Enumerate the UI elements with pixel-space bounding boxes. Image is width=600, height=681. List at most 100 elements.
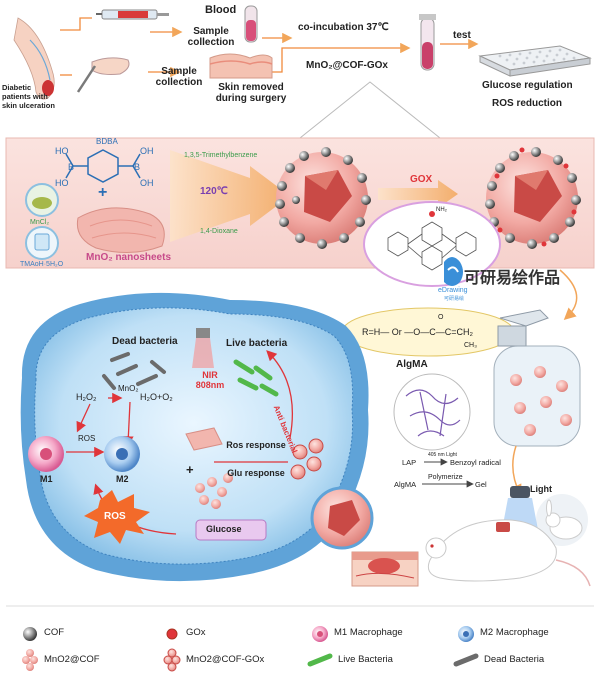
nir-label: NIR 808nm bbox=[190, 370, 230, 390]
m2-macrophage bbox=[104, 436, 140, 472]
legend-item-m2: M2 Macrophage bbox=[480, 627, 549, 638]
gel-label: Gel bbox=[475, 480, 487, 489]
dead-bacteria-label: Dead bacteria bbox=[112, 336, 178, 347]
m1-macrophage bbox=[28, 436, 64, 472]
incubation-tube-icon bbox=[419, 14, 436, 71]
gox-arrow bbox=[378, 180, 458, 208]
bdba-structure bbox=[65, 149, 141, 183]
patients-label-line1: Diabetic bbox=[2, 83, 32, 92]
trimethylbenzene-label: 1,3,5-Trimethylbenzene bbox=[184, 152, 258, 159]
ros-response-label: Ros response bbox=[226, 440, 286, 450]
wound-particle bbox=[310, 486, 374, 550]
algma-network bbox=[393, 373, 471, 451]
legend-m2-icon bbox=[458, 626, 474, 642]
nh2-label: NH₂ bbox=[436, 207, 447, 213]
cof-structure-callout bbox=[363, 201, 501, 287]
m2-label: M2 bbox=[116, 474, 129, 484]
spray-bottle bbox=[493, 309, 581, 447]
mncl2-icon bbox=[25, 183, 59, 217]
watermark-brand: 可研易绘作品 bbox=[464, 270, 561, 287]
watermark-logo-text: eDrawing bbox=[438, 287, 468, 294]
legend-gox-icon bbox=[166, 628, 178, 640]
legend-live-bacteria-icon bbox=[307, 653, 333, 667]
glu-response-label: Glu response bbox=[227, 468, 285, 478]
benzoyl-label: Benzoyl radical bbox=[450, 458, 501, 467]
skin-removed-label: Skin removed during surgery bbox=[215, 82, 287, 104]
reaction-arrow bbox=[170, 150, 290, 242]
synthesis-plus: + bbox=[98, 184, 108, 201]
well-plate-dots bbox=[498, 48, 576, 66]
mno2-sheet-cell bbox=[185, 427, 223, 451]
glucose-box bbox=[195, 519, 267, 541]
dead-bacteria-group bbox=[102, 352, 166, 390]
patients-label: Diabetic patients with skin ulceration bbox=[2, 83, 55, 110]
syringe-icon bbox=[96, 9, 169, 20]
live-bacteria-group bbox=[233, 359, 279, 397]
legend-mno2-cof-gox-icon bbox=[163, 648, 181, 672]
tmaoh-icon bbox=[25, 226, 59, 260]
patient-leg-illustration bbox=[13, 17, 55, 100]
glucose-regulation-label: Glucose regulation bbox=[482, 80, 573, 91]
formula-oxygen: O bbox=[438, 314, 444, 321]
cell-plus: + bbox=[186, 462, 194, 477]
svg-text:HO: HO bbox=[55, 178, 69, 188]
bdba-label: BDBA bbox=[96, 137, 118, 146]
glucose-label: Glucose bbox=[206, 524, 242, 534]
ros-small-label: ROS bbox=[78, 434, 96, 443]
temperature-label: 120℃ bbox=[200, 186, 228, 197]
ros-burst-label: ROS bbox=[104, 511, 126, 522]
polymerize-arrows bbox=[422, 458, 474, 488]
sample-collection-bottom: Sample collection bbox=[155, 66, 203, 88]
ros-reduction-label: ROS reduction bbox=[492, 98, 563, 109]
h2o2-label: H₂O₂ bbox=[76, 392, 97, 402]
mncl2-label: MnCl₂ bbox=[30, 219, 50, 226]
legend-item-mno2-cof-gox: MnO2@COF-GOx bbox=[186, 654, 265, 665]
nanosheet-icon bbox=[76, 207, 165, 254]
watermark-logo-sub: 可研易绘 bbox=[444, 296, 465, 302]
light-label: Light bbox=[530, 484, 552, 494]
tmaoh-label: TMAoH·5H₂O bbox=[20, 261, 64, 268]
callout-triangle bbox=[299, 81, 441, 139]
legend-mno2-cof-icon bbox=[22, 649, 38, 671]
edrawing-logo-icon bbox=[444, 257, 463, 286]
legend-item-mno2-cof: MnO2@COF bbox=[44, 654, 100, 665]
svg-text:OH: OH bbox=[140, 178, 154, 188]
legend-m1-icon bbox=[312, 626, 328, 642]
blood-tube-icon bbox=[244, 5, 258, 43]
cof-cluster-right bbox=[290, 438, 324, 480]
composite-label: MnO₂@COF-GOx bbox=[306, 60, 388, 71]
cof-cluster-cell bbox=[195, 473, 233, 509]
svg-text:B: B bbox=[68, 162, 74, 172]
legend-item-gox: GOx bbox=[186, 627, 206, 638]
legend-item-m1: M1 Macrophage bbox=[334, 627, 403, 638]
svg-text:OH: OH bbox=[140, 146, 154, 156]
formula-rest: =H— Or —O—C—C=CH₂ bbox=[368, 327, 474, 337]
coincubation-label: co-incubation 37℃ bbox=[298, 22, 389, 33]
formula-r: R bbox=[362, 327, 369, 337]
patients-label-line3: skin ulceration bbox=[2, 101, 55, 110]
legend-cof-icon bbox=[23, 627, 37, 641]
lap-label: LAP bbox=[402, 458, 417, 467]
legend-dead-bacteria-icon bbox=[453, 653, 479, 667]
mno2-catalyst-label: MnO₂ bbox=[118, 384, 139, 393]
formula-text: R=H— Or —O—C—C=CH₂ bbox=[362, 327, 473, 337]
live-bacteria-label: Live bacteria bbox=[226, 338, 288, 349]
nir-wave: 808nm bbox=[195, 380, 225, 390]
skin-sample-icon bbox=[209, 53, 273, 79]
cof-gox-particle-large bbox=[485, 147, 581, 249]
scalpel-hand-icon bbox=[76, 57, 130, 93]
polymerize-label: Polymerize bbox=[428, 474, 463, 481]
m1-label: M1 bbox=[40, 474, 53, 484]
patients-label-line2: patients with bbox=[2, 92, 48, 101]
legend-item-live-bacteria: Live Bacteria bbox=[338, 654, 393, 665]
svg-text:HO: HO bbox=[55, 146, 69, 156]
nanosheets-label: MnO₂ nanosheets bbox=[86, 252, 172, 263]
sample-collection-top: Sample collection bbox=[187, 26, 235, 48]
algma2-label: AlgMA bbox=[394, 480, 417, 489]
products-label: H₂O+O₂ bbox=[140, 392, 173, 402]
light-405-label: 405 nm Light bbox=[428, 452, 457, 458]
algma-label: AlgMA bbox=[396, 359, 428, 370]
blood-label: Blood bbox=[205, 4, 237, 16]
well-plate-icon bbox=[478, 45, 592, 77]
